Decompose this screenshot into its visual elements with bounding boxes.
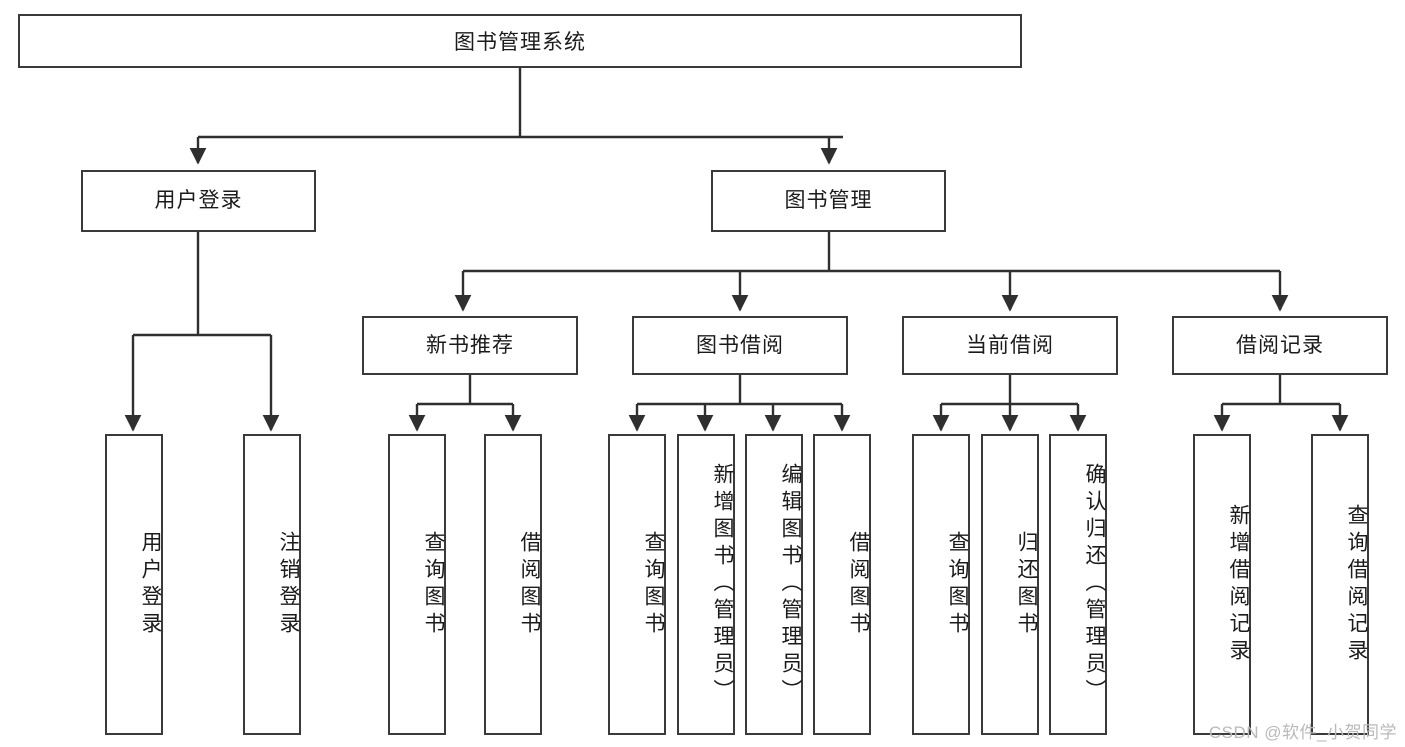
leaf-query-book-1[interactable]: 查询图书 — [388, 434, 446, 735]
node-root-label: 图书管理系统 — [454, 31, 586, 54]
leaf-query-book-2-label: 查询图书 — [642, 530, 665, 639]
leaf-query-book-2[interactable]: 查询图书 — [608, 434, 666, 735]
node-book-borrow-label: 图书借阅 — [696, 333, 784, 357]
leaf-add-record[interactable]: 新增借阅记录 — [1193, 434, 1251, 735]
node-book-borrow[interactable]: 图书借阅 — [632, 316, 848, 375]
leaf-return-book-label: 归还图书 — [1015, 530, 1038, 639]
csdn-watermark: CSDN @软件_小贺同学 — [1208, 723, 1397, 742]
node-current-borrow-label: 当前借阅 — [966, 333, 1054, 357]
leaf-user-login[interactable]: 用户登录 — [105, 434, 163, 735]
leaf-confirm-return[interactable]: 确认归还（管理员） — [1049, 434, 1107, 735]
node-new-book-recommend[interactable]: 新书推荐 — [362, 316, 578, 375]
leaf-borrow-book-1[interactable]: 借阅图书 — [484, 434, 542, 735]
leaf-add-book-label: 新增图书（管理员） — [711, 463, 734, 706]
node-book-manage-label: 图书管理 — [784, 189, 873, 213]
leaf-query-record-label: 查询借阅记录 — [1345, 503, 1368, 666]
leaf-query-book-3[interactable]: 查询图书 — [912, 434, 970, 735]
leaf-logout[interactable]: 注销登录 — [243, 434, 301, 735]
leaf-edit-book[interactable]: 编辑图书（管理员） — [745, 434, 803, 735]
leaf-add-book[interactable]: 新增图书（管理员） — [677, 434, 735, 735]
node-book-manage[interactable]: 图书管理 — [711, 170, 946, 232]
leaf-add-record-label: 新增借阅记录 — [1227, 503, 1250, 666]
leaf-borrow-book-2-label: 借阅图书 — [847, 530, 870, 639]
leaf-borrow-book-2[interactable]: 借阅图书 — [813, 434, 871, 735]
leaf-borrow-book-1-label: 借阅图书 — [518, 530, 541, 639]
node-current-borrow[interactable]: 当前借阅 — [902, 316, 1118, 375]
node-borrow-record[interactable]: 借阅记录 — [1172, 316, 1388, 375]
node-root[interactable]: 图书管理系统 — [18, 14, 1022, 68]
node-user-login[interactable]: 用户登录 — [81, 170, 316, 232]
node-borrow-record-label: 借阅记录 — [1236, 333, 1324, 357]
leaf-logout-label: 注销登录 — [277, 530, 300, 639]
leaf-return-book[interactable]: 归还图书 — [981, 434, 1039, 735]
node-new-book-recommend-label: 新书推荐 — [426, 333, 514, 357]
leaf-user-login-label: 用户登录 — [139, 530, 162, 639]
leaf-query-book-3-label: 查询图书 — [946, 530, 969, 639]
leaf-query-record[interactable]: 查询借阅记录 — [1311, 434, 1369, 735]
leaf-confirm-return-label: 确认归还（管理员） — [1083, 463, 1106, 706]
leaf-query-book-1-label: 查询图书 — [422, 530, 445, 639]
node-user-login-label: 用户登录 — [154, 189, 243, 213]
leaf-edit-book-label: 编辑图书（管理员） — [779, 463, 802, 706]
